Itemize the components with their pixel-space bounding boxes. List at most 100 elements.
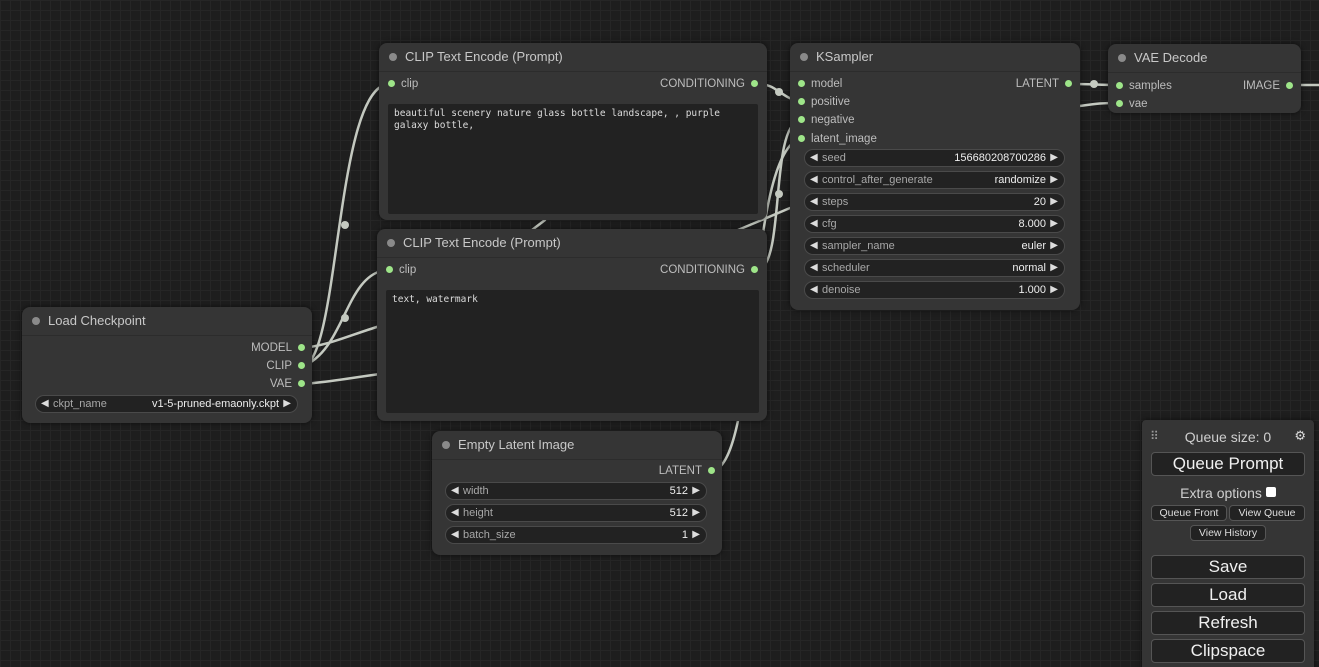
increment-arrow-icon[interactable]: ▶ [1050, 174, 1058, 185]
load-button[interactable]: Load [1151, 583, 1305, 607]
load-checkpoint-node[interactable]: Load Checkpoint MODEL CLIP VAE ◀ ckpt_na… [22, 307, 312, 423]
input-pin-icon[interactable] [798, 135, 805, 142]
drag-handle-icon[interactable]: ⠿ [1150, 429, 1159, 443]
widget-value[interactable]: 512 [669, 507, 688, 519]
widget-batch-size[interactable]: ◀ batch_size 1 ▶ [445, 526, 707, 544]
output-pin-icon[interactable] [298, 344, 305, 351]
widget-value[interactable]: 8.000 [1018, 218, 1046, 230]
node-title[interactable]: VAE Decode [1108, 44, 1301, 73]
decrement-arrow-icon[interactable]: ◀ [810, 240, 818, 251]
input-slot-positive[interactable]: positive [795, 94, 850, 110]
widget-steps[interactable]: ◀ steps 20 ▶ [804, 193, 1065, 211]
widget-value[interactable]: v1-5-pruned-emaonly.ckpt [152, 398, 279, 410]
widget-value[interactable]: euler [1021, 240, 1046, 252]
input-pin-icon[interactable] [798, 116, 805, 123]
output-pin-icon[interactable] [751, 266, 758, 273]
widget-value[interactable]: 1 [681, 529, 688, 541]
output-slot-conditioning[interactable]: CONDITIONING [660, 262, 761, 278]
clip-text-encode-positive-node[interactable]: CLIP Text Encode (Prompt) clip CONDITION… [379, 43, 767, 220]
decrement-arrow-icon[interactable]: ◀ [451, 507, 459, 518]
output-pin-icon[interactable] [1065, 80, 1072, 87]
output-slot-clip[interactable]: CLIP [266, 358, 308, 374]
refresh-button[interactable]: Refresh [1151, 611, 1305, 635]
output-slot-latent[interactable]: LATENT [1016, 76, 1075, 92]
increment-arrow-icon[interactable]: ▶ [692, 529, 700, 540]
increment-arrow-icon[interactable]: ▶ [283, 398, 291, 409]
view-queue-button[interactable]: View Queue [1229, 505, 1305, 521]
decrement-arrow-icon[interactable]: ◀ [810, 284, 818, 295]
collapse-dot-icon[interactable] [442, 441, 450, 449]
increment-arrow-icon[interactable]: ▶ [1050, 262, 1058, 273]
widget-value[interactable]: 156680208700286 [954, 152, 1046, 164]
widget-width[interactable]: ◀ width 512 ▶ [445, 482, 707, 500]
decrement-arrow-icon[interactable]: ◀ [810, 218, 818, 229]
decrement-arrow-icon[interactable]: ◀ [41, 398, 49, 409]
output-slot-vae[interactable]: VAE [270, 376, 308, 392]
input-slot-clip[interactable]: clip [383, 262, 416, 278]
save-button[interactable]: Save [1151, 555, 1305, 579]
empty-latent-image-node[interactable]: Empty Latent Image LATENT ◀ width 512 ▶ … [432, 431, 722, 555]
increment-arrow-icon[interactable]: ▶ [1050, 218, 1058, 229]
collapse-dot-icon[interactable] [800, 53, 808, 61]
extra-options-checkbox[interactable] [1265, 487, 1276, 497]
gear-icon[interactable]: ⚙ [1294, 428, 1306, 443]
increment-arrow-icon[interactable]: ▶ [1050, 152, 1058, 163]
node-title[interactable]: CLIP Text Encode (Prompt) [379, 43, 767, 72]
clip-text-encode-negative-node[interactable]: CLIP Text Encode (Prompt) clip CONDITION… [377, 229, 767, 421]
increment-arrow-icon[interactable]: ▶ [692, 485, 700, 496]
ksampler-node[interactable]: KSampler model positive negative latent_… [790, 43, 1080, 310]
node-title[interactable]: KSampler [790, 43, 1080, 72]
widget-control-after-generate[interactable]: ◀ control_after_generate randomize ▶ [804, 171, 1065, 189]
input-slot-clip[interactable]: clip [385, 76, 418, 92]
widget-scheduler[interactable]: ◀ scheduler normal ▶ [804, 259, 1065, 277]
output-slot-image[interactable]: IMAGE [1243, 78, 1296, 94]
view-history-button[interactable]: View History [1190, 525, 1266, 541]
input-pin-icon[interactable] [386, 266, 393, 273]
increment-arrow-icon[interactable]: ▶ [692, 507, 700, 518]
widget-denoise[interactable]: ◀ denoise 1.000 ▶ [804, 281, 1065, 299]
input-slot-samples[interactable]: samples [1113, 78, 1172, 94]
output-slot-conditioning[interactable]: CONDITIONING [660, 76, 761, 92]
widget-value[interactable]: 1.000 [1018, 284, 1046, 296]
output-pin-icon[interactable] [298, 362, 305, 369]
widget-seed[interactable]: ◀ seed 156680208700286 ▶ [804, 149, 1065, 167]
input-pin-icon[interactable] [1116, 100, 1123, 107]
decrement-arrow-icon[interactable]: ◀ [810, 196, 818, 207]
decrement-arrow-icon[interactable]: ◀ [451, 529, 459, 540]
node-title[interactable]: Empty Latent Image [432, 431, 722, 460]
widget-value[interactable]: randomize [994, 174, 1046, 186]
increment-arrow-icon[interactable]: ▶ [1050, 284, 1058, 295]
output-pin-icon[interactable] [1286, 82, 1293, 89]
widget-sampler-name[interactable]: ◀ sampler_name euler ▶ [804, 237, 1065, 255]
collapse-dot-icon[interactable] [387, 239, 395, 247]
decrement-arrow-icon[interactable]: ◀ [810, 174, 818, 185]
input-slot-latent-image[interactable]: latent_image [795, 131, 877, 147]
queue-prompt-button[interactable]: Queue Prompt [1151, 452, 1305, 476]
output-pin-icon[interactable] [298, 380, 305, 387]
increment-arrow-icon[interactable]: ▶ [1050, 240, 1058, 251]
output-slot-latent[interactable]: LATENT [659, 463, 718, 479]
input-pin-icon[interactable] [798, 80, 805, 87]
node-title[interactable]: Load Checkpoint [22, 307, 312, 336]
prompt-textarea[interactable]: beautiful scenery nature glass bottle la… [388, 104, 758, 214]
vae-decode-node[interactable]: VAE Decode samples vae IMAGE [1108, 44, 1301, 113]
decrement-arrow-icon[interactable]: ◀ [810, 262, 818, 273]
input-pin-icon[interactable] [798, 98, 805, 105]
widget-value[interactable]: 20 [1033, 196, 1046, 208]
prompt-textarea[interactable]: text, watermark [386, 290, 759, 413]
output-pin-icon[interactable] [708, 467, 715, 474]
input-pin-icon[interactable] [388, 80, 395, 87]
widget-value[interactable]: normal [1012, 262, 1046, 274]
widget-height[interactable]: ◀ height 512 ▶ [445, 504, 707, 522]
clipspace-button[interactable]: Clipspace [1151, 639, 1305, 663]
collapse-dot-icon[interactable] [389, 53, 397, 61]
input-pin-icon[interactable] [1116, 82, 1123, 89]
output-pin-icon[interactable] [751, 80, 758, 87]
decrement-arrow-icon[interactable]: ◀ [451, 485, 459, 496]
queue-panel[interactable]: ⠿ Queue size: 0 ⚙ Queue Prompt Extra opt… [1142, 420, 1314, 667]
input-slot-negative[interactable]: negative [795, 112, 854, 128]
node-title[interactable]: CLIP Text Encode (Prompt) [377, 229, 767, 258]
widget-ckpt-name[interactable]: ◀ ckpt_name v1-5-pruned-emaonly.ckpt ▶ [35, 395, 298, 413]
input-slot-vae[interactable]: vae [1113, 96, 1148, 112]
